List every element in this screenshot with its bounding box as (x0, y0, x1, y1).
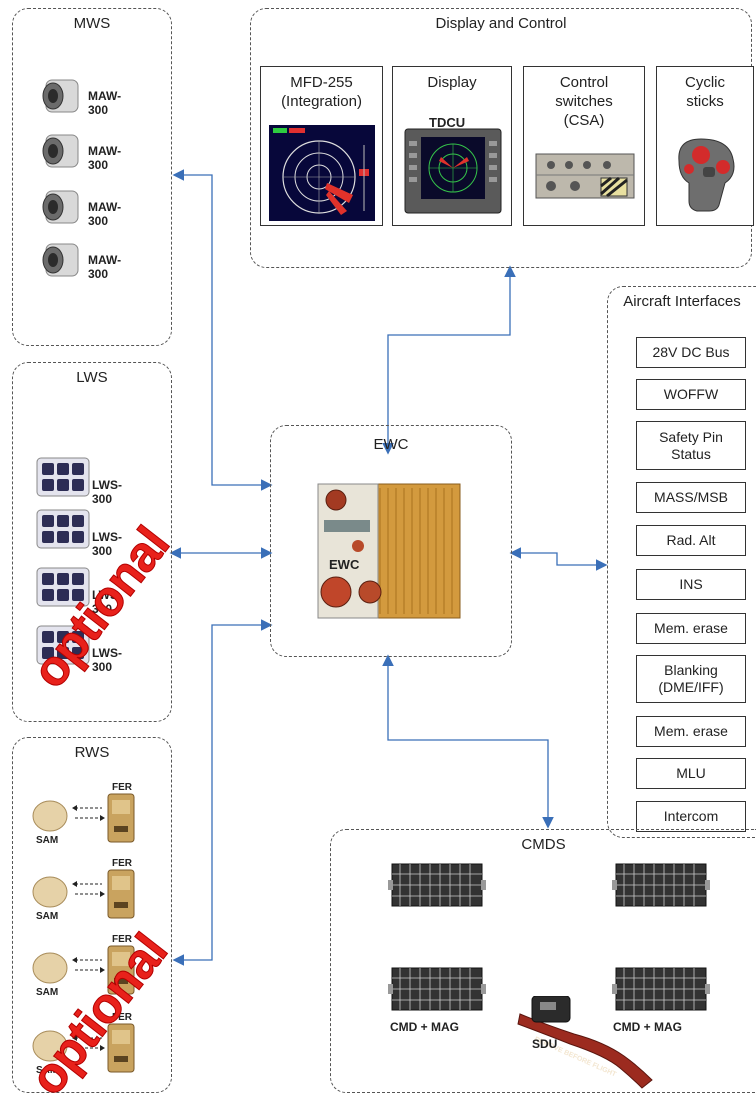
sam-icon (30, 872, 70, 912)
ewc-title: EWC (271, 436, 511, 453)
cmds-title: CMDS (331, 836, 756, 853)
maw-sensor-icon (40, 131, 82, 171)
interface-mlu: MLU (636, 758, 746, 789)
interface-mem-erase: Mem. erase (636, 613, 746, 644)
display-title: Display (393, 73, 511, 92)
link-ewc-interfaces (512, 553, 605, 565)
sam-label: SAM (36, 911, 58, 922)
mws-sensor-list: MAW-300 MAW-300 MAW-300 MAW-300 (40, 76, 170, 296)
maw-label: MAW-300 (88, 144, 121, 172)
fer-icon (106, 792, 138, 844)
cyclic-sticks-panel: Cyclic sticks (656, 66, 754, 226)
maw-label: MAW-300 (88, 253, 121, 281)
maw-sensor-icon (40, 240, 82, 280)
cyclic-stick-icon (667, 131, 747, 215)
lws-sensor: LWS-300 (34, 452, 92, 505)
sam-icon (30, 948, 70, 988)
control-switches-title: Control switches (CSA) (524, 73, 644, 130)
interface-intercom: Intercom (636, 801, 746, 832)
lws-sensor: LWS-300 (34, 504, 92, 557)
link-arrows-icon (72, 802, 106, 824)
lws-label: LWS-300 (92, 478, 122, 506)
cmd-dispenser-icon (388, 860, 486, 910)
control-switches-icon (535, 153, 635, 199)
interface-mem-erase-2: Mem. erase (636, 716, 746, 747)
interface-safety-pin-status: Safety Pin Status (636, 421, 746, 470)
maw-sensor-icon (40, 76, 82, 116)
interface-mass-msb: MASS/MSB (636, 482, 746, 513)
cmd-dispenser-icon (388, 964, 486, 1014)
tdcu-label: TDCU (429, 115, 465, 130)
cmd-mag-label: CMD + MAG (390, 1020, 459, 1034)
maw-sensor: MAW-300 (40, 240, 82, 285)
mfd-title: MFD-255 (Integration) (261, 73, 382, 111)
link-rws-ewc (175, 625, 270, 960)
maw-sensor: MAW-300 (40, 131, 82, 176)
rws-title: RWS (13, 744, 171, 761)
control-switches-panel: Control switches (CSA) (523, 66, 645, 226)
ewc-device-label: EWC (329, 557, 359, 572)
maw-sensor: MAW-300 (40, 187, 82, 232)
sam-label: SAM (36, 835, 58, 846)
aircraft-interfaces-title: Aircraft Interfaces (608, 293, 756, 310)
maw-sensor-icon (40, 187, 82, 227)
sdu-label: SDU (532, 1037, 557, 1051)
display-control-title: Display and Control (251, 15, 751, 32)
interface-woffw: WOFFW (636, 379, 746, 410)
ewc-device-icon (314, 480, 464, 624)
link-ewc-cmds (388, 657, 548, 826)
cyclic-sticks-title: Cyclic sticks (657, 73, 753, 111)
fer-icon (106, 868, 138, 920)
interface-rad-alt: Rad. Alt (636, 525, 746, 556)
mfd-screen-icon (269, 125, 375, 221)
maw-label: MAW-300 (88, 200, 121, 228)
interface-28v-dc-bus: 28V DC Bus (636, 337, 746, 368)
display-panel: Display TDCU (392, 66, 512, 226)
cmd-dispenser-icon (612, 860, 710, 910)
maw-sensor: MAW-300 (40, 76, 82, 121)
lws-sensor-icon (34, 504, 92, 552)
lws-title: LWS (13, 369, 171, 386)
sam-icon (30, 796, 70, 836)
lws-sensor-icon (34, 452, 92, 500)
maw-label: MAW-300 (88, 89, 121, 117)
interface-blanking: Blanking (DME/IFF) (636, 655, 746, 703)
mws-title: MWS (13, 15, 171, 32)
mfd-panel: MFD-255 (Integration) (260, 66, 383, 226)
interface-ins: INS (636, 569, 746, 600)
sam-label: SAM (36, 987, 58, 998)
aircraft-interfaces-group: Aircraft Interfaces (607, 286, 756, 838)
link-arrows-icon (72, 878, 106, 900)
